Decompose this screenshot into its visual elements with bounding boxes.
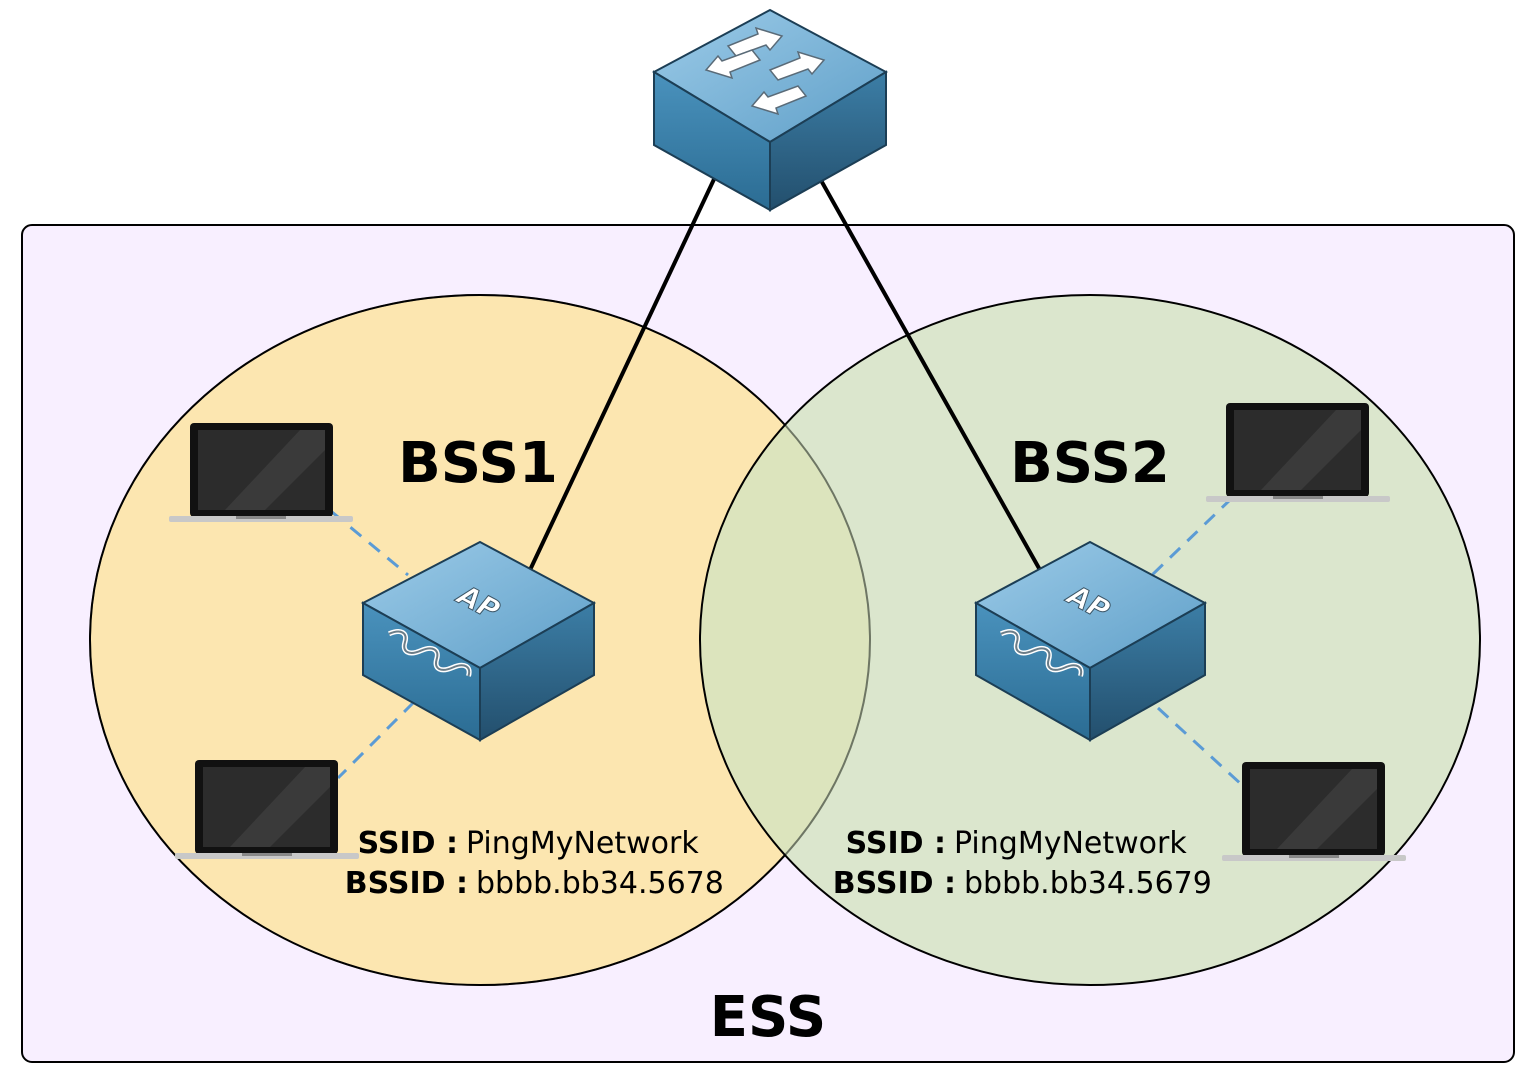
- wireless-link-bss1-laptop-bottom: [336, 700, 416, 780]
- laptop-icon: [1222, 762, 1406, 861]
- laptop-icon: [1206, 403, 1390, 502]
- bss2-ssid-line: SSID :: [846, 826, 946, 861]
- access-point-icon: AP: [973, 540, 1208, 742]
- laptop-icon: [169, 423, 353, 522]
- ess-title: ESS: [710, 985, 826, 1050]
- bss1-ssid-key: SSID :: [358, 826, 458, 861]
- bss1-bssid-value: bbbb.bb34.5678: [476, 866, 724, 901]
- bss1-bssid-key: BSSID :: [345, 866, 468, 901]
- bss1-outline: [89, 294, 871, 986]
- wireless-link-bss1-laptop-top: [331, 510, 409, 577]
- access-point-icon: AP: [360, 540, 597, 742]
- bss2-bssid-value: bbbb.bb34.5679: [964, 866, 1212, 901]
- bss1-ssid-value: PingMyNetwork: [466, 826, 699, 861]
- bss2-bssid-line: BSSID :: [833, 866, 956, 901]
- wireless-link-bss2-laptop-bottom: [1156, 706, 1244, 787]
- wireless-link-bss2-laptop-top: [1150, 496, 1234, 577]
- bss1-bssid-line: BSSID :: [345, 866, 468, 901]
- bss2-ssid-key: SSID :: [846, 826, 946, 861]
- switch-icon: [651, 8, 889, 212]
- bss2-bssid-key: BSSID :: [833, 866, 956, 901]
- wired-link-bss2: [816, 174, 1042, 571]
- bss2-title: BSS2: [1010, 431, 1170, 496]
- wired-link-bss1: [528, 174, 718, 571]
- wireless-links: [331, 496, 1244, 787]
- bss1-ssid-line: SSID :: [358, 826, 458, 861]
- bss2-ssid-value: PingMyNetwork: [954, 826, 1187, 861]
- bss1-title: BSS1: [398, 431, 558, 496]
- laptop-icon: [175, 760, 359, 859]
